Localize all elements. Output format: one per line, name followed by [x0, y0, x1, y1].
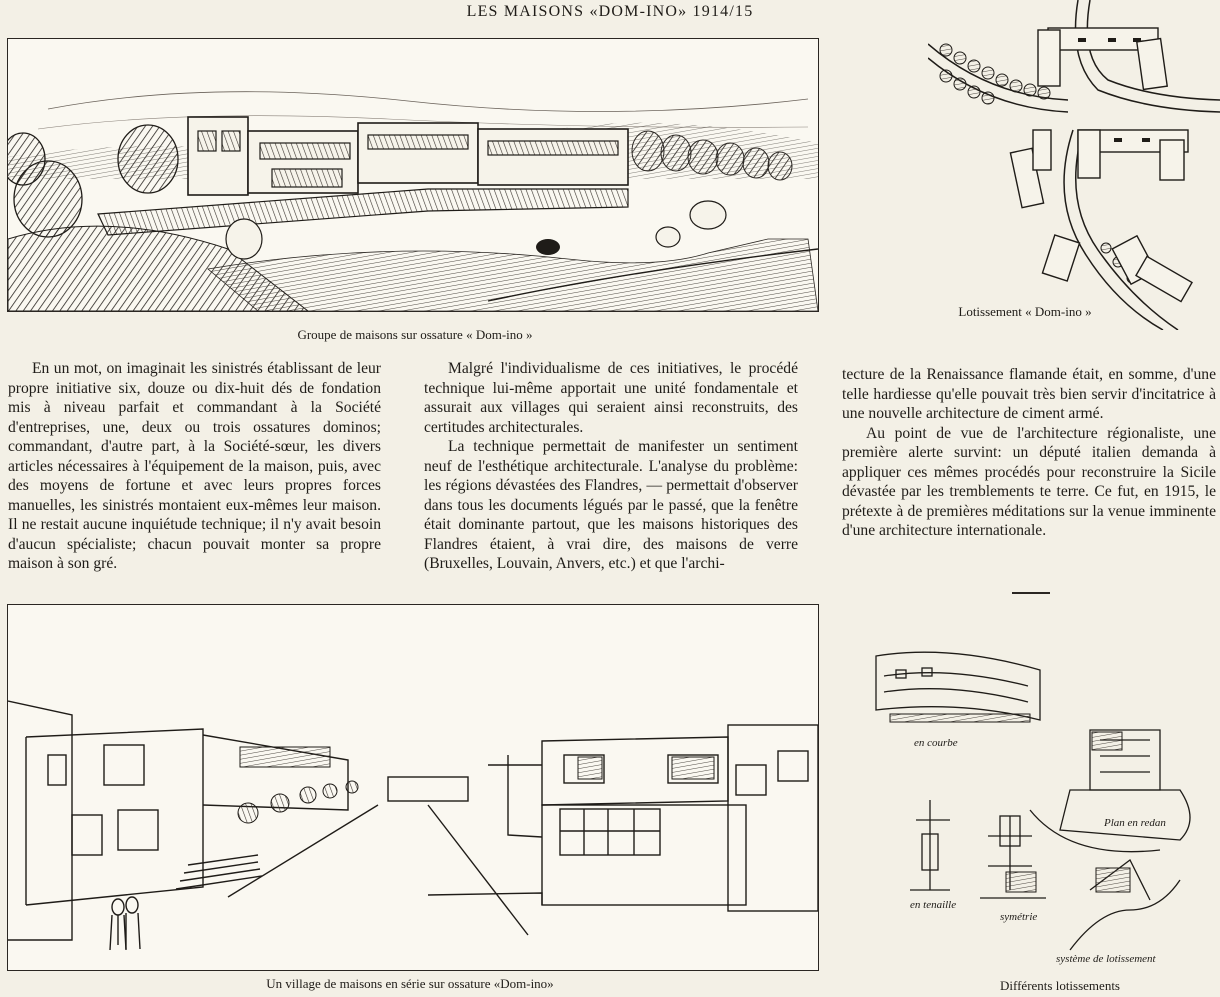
paragraph: tecture de la Renaissance flamande était… — [842, 366, 1216, 422]
top-house-sketch — [7, 38, 819, 312]
paragraph: La technique permettait de manifester un… — [424, 438, 798, 572]
paragraph: Au point de vue de l'architecture région… — [842, 424, 1216, 540]
village-drawing — [7, 604, 819, 971]
page-header: LES MAISONS «DOM-INO» 1914/15 — [466, 3, 754, 20]
sketches-caption: Différents lotissements — [1000, 978, 1120, 993]
plan-caption: Lotissement « Dom-ino » — [958, 304, 1092, 319]
village-caption: Un village de maisons en série sur ossat… — [266, 976, 554, 991]
top-sketch-caption: Groupe de maisons sur ossature « Dom-ino… — [297, 327, 533, 342]
text-column-2: Malgré l'individualisme de ces initiativ… — [424, 359, 798, 574]
village-street-drawing — [8, 700, 818, 951]
section-rule — [1012, 592, 1050, 594]
annotation-en-tenaille: en tenaille — [910, 899, 956, 911]
annotation-symetrie: symétrie — [1000, 911, 1037, 923]
annotation-en-courbe: en courbe — [914, 737, 958, 749]
lotissement-plan-drawing — [928, 0, 1220, 330]
paragraph: Malgré l'individualisme de ces initiativ… — [424, 360, 798, 436]
text-column-1: En un mot, on imaginait les sinistrés ét… — [8, 359, 381, 574]
text-column-3: tecture de la Renaissance flamande était… — [842, 365, 1216, 541]
annotation-systeme-lotissement: système de lotissement — [1056, 953, 1157, 965]
paragraph: En un mot, on imaginait les sinistrés ét… — [8, 360, 381, 572]
annotation-plan-en-redan: Plan en redan — [1103, 817, 1166, 829]
lotissement-sketches: en courbe Plan en redan en tenaille symé… — [860, 640, 1220, 970]
site-plan — [928, 0, 1220, 330]
lotissement-sketches-drawing: en courbe Plan en redan en tenaille symé… — [875, 651, 1191, 965]
house-group-drawing — [8, 91, 818, 311]
